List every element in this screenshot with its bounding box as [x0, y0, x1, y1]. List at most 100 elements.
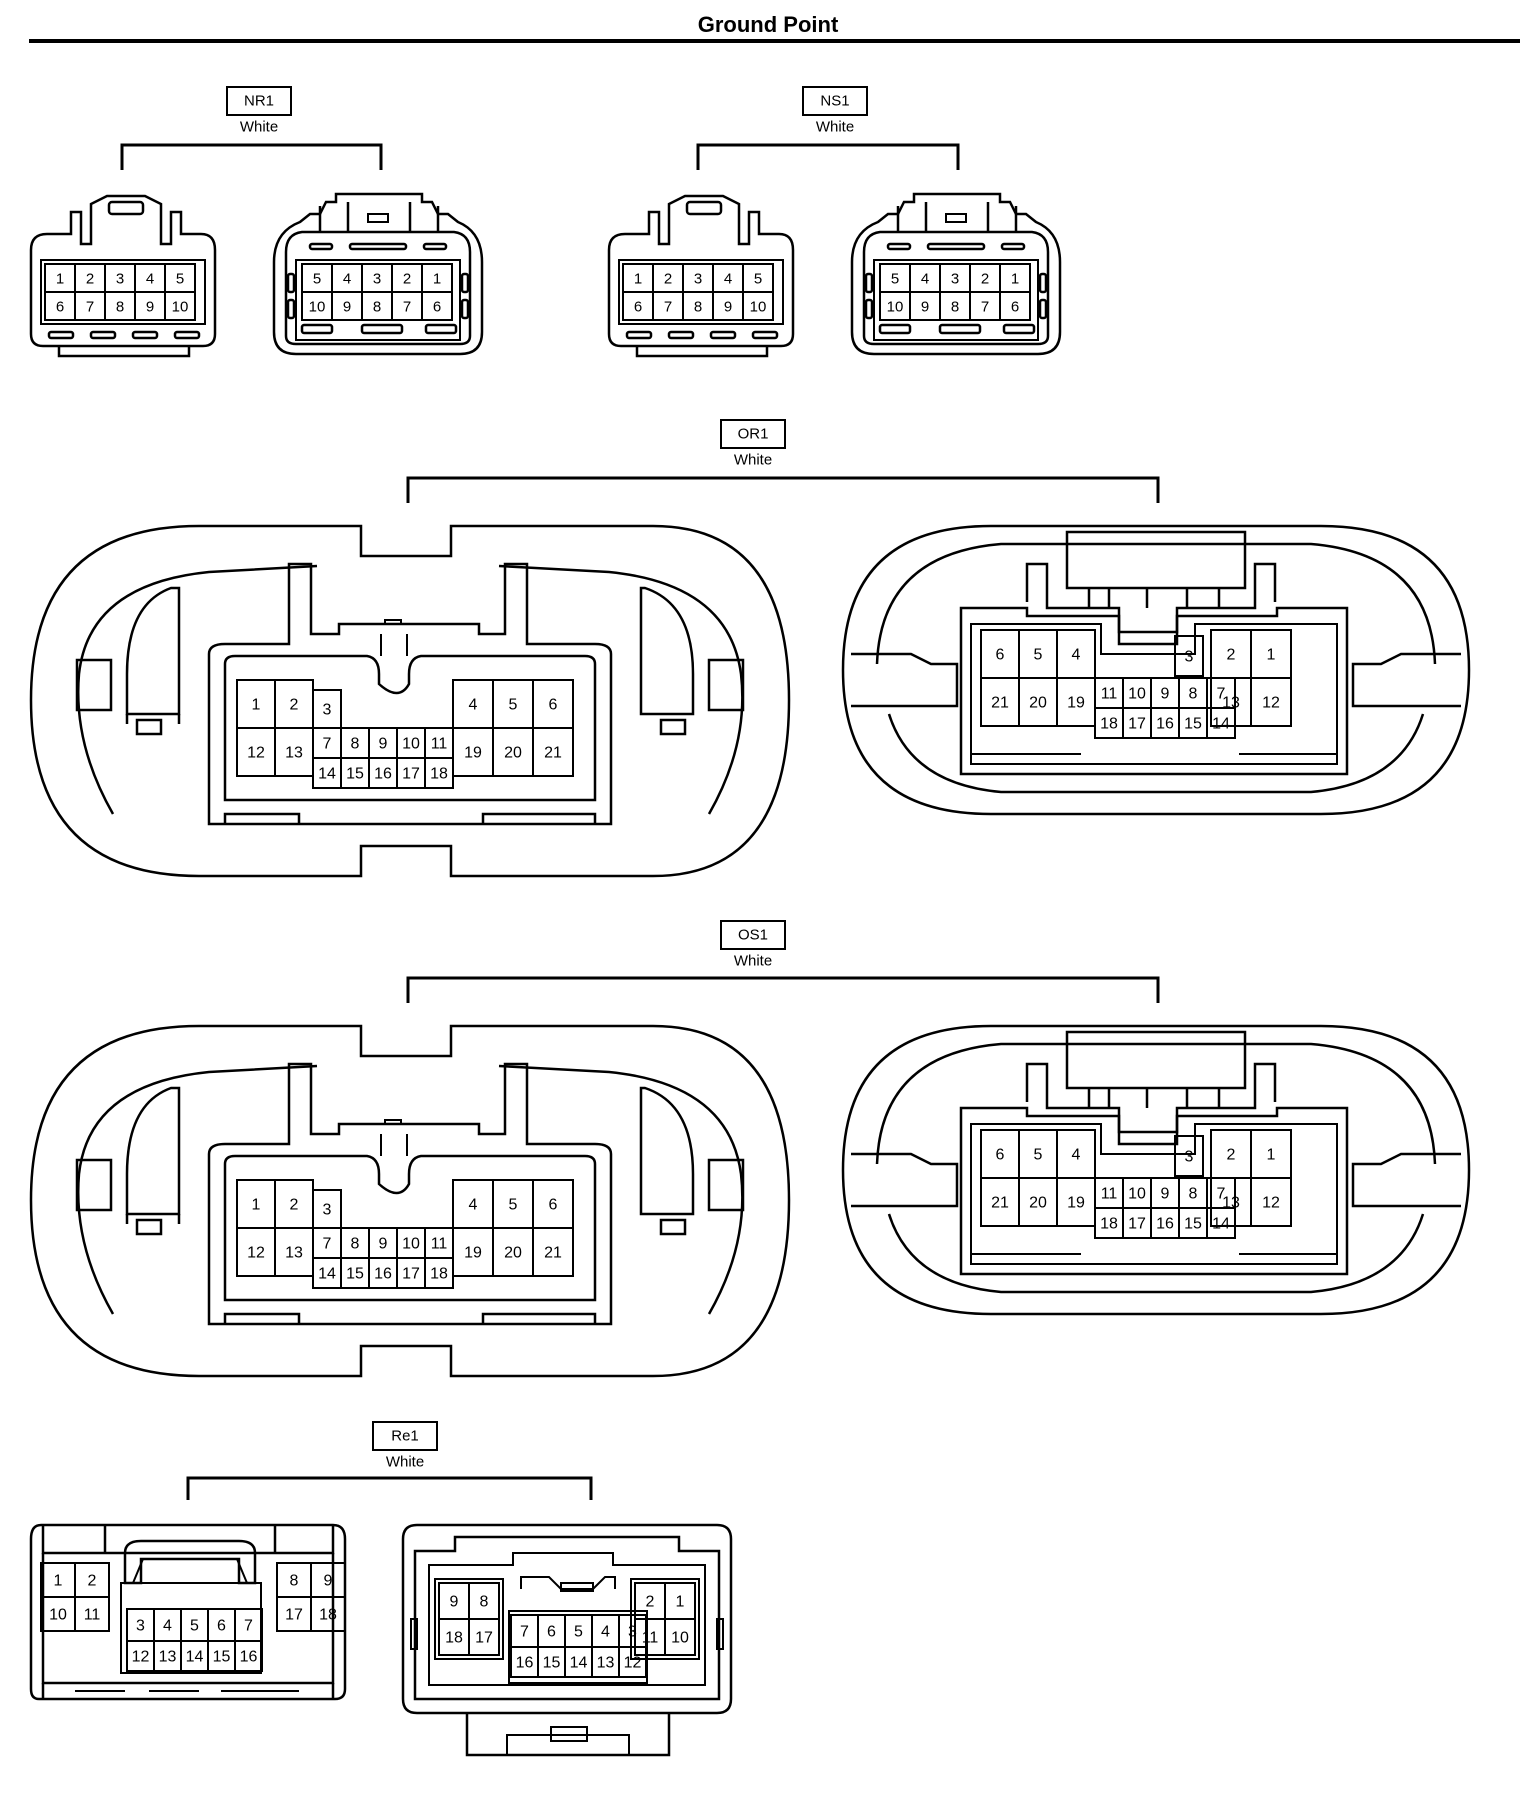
- pin-cell: 15: [213, 1649, 231, 1666]
- pin-cell: 19: [464, 745, 482, 762]
- pin-cell: 11: [1101, 686, 1118, 703]
- pin-cell: 8: [1189, 686, 1198, 703]
- pin-cell: 17: [1128, 1216, 1146, 1233]
- pin-cell: 20: [1029, 1195, 1047, 1212]
- pin-cell: 18: [319, 1607, 337, 1624]
- pin-cell: 2: [86, 271, 94, 288]
- pin-cell: 9: [1161, 1186, 1170, 1203]
- pin-cell: 16: [1156, 716, 1174, 733]
- title-divider: [29, 39, 1520, 43]
- pin-cell: 8: [951, 299, 959, 316]
- pin-cell: 2: [1227, 1147, 1236, 1164]
- pin-cell: 17: [1128, 716, 1146, 733]
- pin-cell: 1: [634, 271, 642, 288]
- pin-cell: 6: [1011, 299, 1019, 316]
- pin-cell: 6: [549, 697, 558, 714]
- pin-cell: 11: [1101, 1186, 1118, 1203]
- pin-cell: 19: [1067, 1195, 1085, 1212]
- pin-cell: 16: [1156, 1216, 1174, 1233]
- pin-cell: 11: [431, 736, 448, 753]
- pin-cell: 12: [624, 1655, 642, 1672]
- pin-cell: 7: [323, 736, 332, 753]
- pin-cell: 7: [244, 1618, 253, 1635]
- pin-cell: 1: [1267, 1147, 1276, 1164]
- pin-cell: 8: [480, 1594, 489, 1611]
- pin-cell: 5: [313, 271, 321, 288]
- pin-cell: 6: [56, 299, 64, 316]
- connector-id-label: OS1: [738, 927, 768, 944]
- pin-cell: 1: [252, 1197, 261, 1214]
- pin-cell: 4: [921, 271, 929, 288]
- pin-cell: 13: [597, 1655, 615, 1672]
- pin-cell: 13: [1222, 1195, 1240, 1212]
- pin-cell: 2: [664, 271, 672, 288]
- pin-cell: 15: [1184, 1216, 1202, 1233]
- pin-cell: 3: [323, 1202, 332, 1219]
- pin-cell: 20: [504, 745, 522, 762]
- pin-cell: 14: [318, 766, 336, 783]
- pin-cell: 13: [285, 1245, 303, 1262]
- pin-cell: 14: [318, 1266, 336, 1283]
- pin-cell: 5: [574, 1624, 583, 1641]
- pin-cell: 6: [634, 299, 642, 316]
- pin-cell: 16: [374, 766, 392, 783]
- pin-cell: 17: [285, 1607, 303, 1624]
- pin-cell: 17: [402, 1266, 420, 1283]
- pin-cell: 2: [403, 271, 411, 288]
- pin-cell: 14: [570, 1655, 588, 1672]
- pin-cell: 5: [176, 271, 184, 288]
- pin-cell: 11: [431, 1236, 448, 1253]
- pin-cell: 10: [671, 1630, 689, 1647]
- pin-cell: 7: [1217, 1186, 1226, 1203]
- pin-cell: 8: [351, 1236, 360, 1253]
- pin-cell: 17: [402, 766, 420, 783]
- pin-cell: 5: [509, 697, 518, 714]
- pin-cell: 1: [1011, 271, 1019, 288]
- pin-cell: 9: [379, 1236, 388, 1253]
- pin-cell: 1: [433, 271, 441, 288]
- pin-cell: 7: [520, 1624, 529, 1641]
- connector-color-label: White: [816, 119, 854, 136]
- pin-cell: 3: [323, 702, 332, 719]
- pin-cell: 9: [921, 299, 929, 316]
- pin-cell: 11: [84, 1607, 101, 1624]
- page-title: Ground Point: [697, 12, 839, 37]
- pin-cell: 8: [1189, 1186, 1198, 1203]
- pin-cell: 20: [504, 1245, 522, 1262]
- pin-cell: 18: [430, 766, 448, 783]
- pin-cell: 8: [694, 299, 702, 316]
- connector-color-label: White: [386, 1454, 424, 1471]
- connector-color-label: White: [734, 452, 772, 469]
- pin-cell: 4: [163, 1618, 172, 1635]
- pin-cell: 9: [450, 1594, 459, 1611]
- connector-id-label: OR1: [738, 426, 769, 443]
- pin-cell: 8: [351, 736, 360, 753]
- pin-cell: 10: [887, 299, 904, 316]
- pin-cell: 3: [1185, 1149, 1194, 1166]
- pin-cell: 9: [379, 736, 388, 753]
- pin-cell: 7: [664, 299, 672, 316]
- pin-cell: 7: [323, 1236, 332, 1253]
- pin-cell: 4: [1072, 647, 1081, 664]
- pin-cell: 3: [136, 1618, 145, 1635]
- connector-color-label: White: [240, 119, 278, 136]
- pin-cell: 7: [86, 299, 94, 316]
- pin-cell: 5: [891, 271, 899, 288]
- pin-cell: 4: [1072, 1147, 1081, 1164]
- pin-cell: 10: [1128, 686, 1146, 703]
- pin-cell: 19: [464, 1245, 482, 1262]
- pin-cell: 12: [247, 745, 265, 762]
- pin-cell: 5: [754, 271, 762, 288]
- pin-cell: 14: [1212, 716, 1230, 733]
- connector-bracket: [696, 143, 960, 170]
- pin-cell: 15: [543, 1655, 561, 1672]
